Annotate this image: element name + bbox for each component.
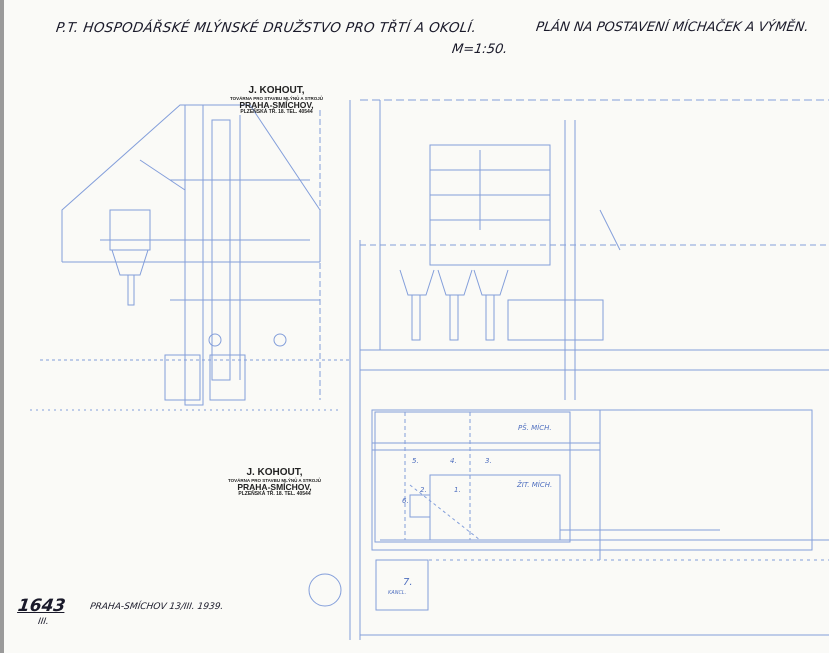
label-7: 7. bbox=[403, 577, 413, 588]
stamp-city: PRAHA-SMÍCHOV, bbox=[239, 100, 314, 111]
label-wheat-mixer: PŠ. MÍCH. bbox=[518, 423, 552, 432]
stamp-address: PLZEŇSKÁ TŘ. 18. TEL. 40544 bbox=[238, 491, 311, 498]
label-5: 5. bbox=[412, 457, 419, 465]
drawing-sub-number: III. bbox=[37, 617, 50, 627]
place-date: PRAHA-SMÍCHOV 13/III. 1939. bbox=[89, 602, 224, 612]
stamp-name: J. KOHOUT, bbox=[246, 467, 303, 478]
label-3: 3. bbox=[485, 457, 492, 465]
manufacturer-stamp: J. KOHOUT, TOVÁRNA PRO STAVBU MLÝNŮ A ST… bbox=[230, 85, 324, 116]
stamp-line2: TOVÁRNA PRO STAVBU MLÝNŮ A STROJŮ bbox=[230, 95, 324, 101]
label-rye-mixer: ŽIT. MÍCH. bbox=[516, 480, 552, 489]
label-2: 2. bbox=[420, 486, 427, 494]
stamp-line2: TOVÁRNA PRO STAVBU MLÝNŮ A STROJŮ bbox=[228, 477, 322, 483]
stamp-address: PLZEŇSKÁ TŘ. 18. TEL. 40544 bbox=[240, 109, 313, 116]
elevation-view-right bbox=[349, 99, 829, 640]
label-4: 4. bbox=[450, 457, 457, 465]
label-1: 1. bbox=[454, 486, 461, 494]
section-view-left bbox=[30, 104, 350, 411]
drawing-number: 1643 bbox=[16, 596, 67, 616]
stamp-name: J. KOHOUT, bbox=[248, 85, 305, 96]
label-6: 6. bbox=[402, 497, 409, 505]
plan-view bbox=[308, 409, 829, 636]
stamp-city: PRAHA-SMÍCHOV, bbox=[237, 482, 312, 493]
label-office: KANCL. bbox=[388, 590, 406, 596]
manufacturer-stamp-2: J. KOHOUT, TOVÁRNA PRO STAVBU MLÝNŮ A ST… bbox=[228, 467, 322, 498]
